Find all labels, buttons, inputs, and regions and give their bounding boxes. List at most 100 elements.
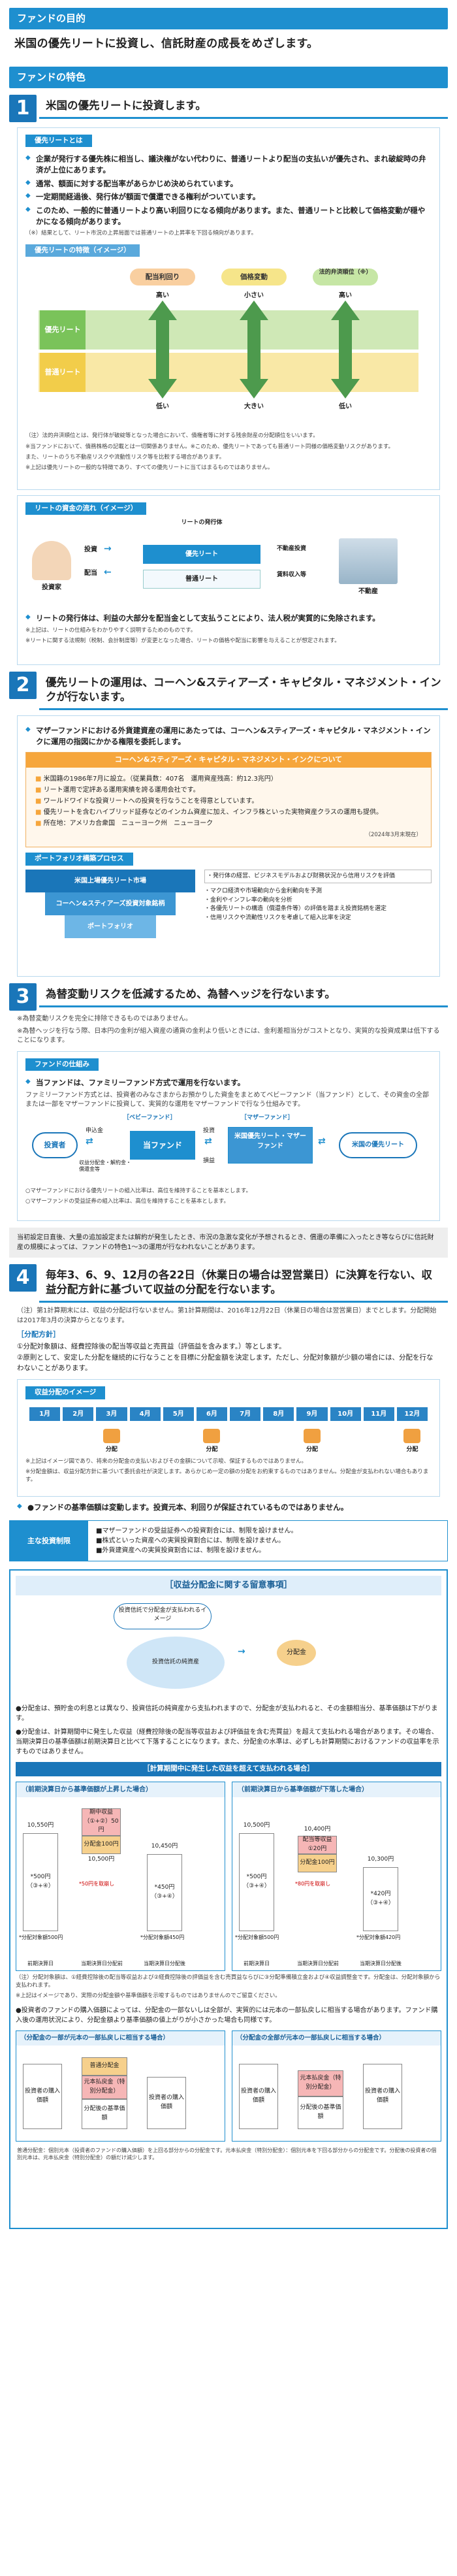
policy-title: ［分配方針］ [17,1330,60,1339]
case-a-b2: 10,500円 [87,1855,115,1863]
pref-reit-note: （※）結果として、リート市況の上昇局面では普通リートの上昇率を下回る傾向がありま… [25,230,257,237]
mini-full-title: （分配金の全部が元本の一部払戻しに相当する場合） [232,2030,441,2046]
yield-top: 高い [156,292,169,300]
case-b-c2: 当期決算日分配前 [297,1960,339,1966]
distribution-note: （注）第1計算期末には、収益の分配は行ないません。第1計算期間は、2016年12… [17,1307,437,1324]
baby-label: ［ベビーファンド］ [123,1114,176,1121]
case-note: ※上記はイメージであり、実際の分配金額や基準価額を示唆するものではありませんので… [16,1993,281,2000]
objective-bar: ファンドの目的 [9,8,448,29]
family-fund-note: ○マザーファンドの受益証券の組入比率は、高位を維持することを基本とします。 [25,1198,230,1205]
month-marker [163,1424,194,1455]
process-notes: ・発行体の経営、ビジネスモデルおよび財務状況から信用リスクを評価 ・マクロ経済や… [204,869,432,923]
feature-1-number: 1 [9,94,37,122]
manager-lead: マザーファンドにおける外貨建資産の運用にあたっては、コーヘン&スティアーズ・キャ… [25,725,432,747]
coin-icon [102,1428,120,1443]
up-down-arrow-icon [331,301,360,399]
month-cell: 12月 [396,1407,428,1421]
case-a-title: （前期決算日から基準価額が上昇した場合） [16,1782,225,1797]
pref-reit-image-title: 優先リートの特徴（イメージ） [25,244,140,257]
mini-full-l4: 投資者の購入価額 [363,2063,402,2129]
case-b-prev: 10,500円 [243,1821,270,1829]
mini-panels: （分配金の一部が元本の一部払戻しに相当する場合） 投資者の購入価額 普通分配金 … [16,2030,441,2142]
case-b-bar3: *420円（③+④） [363,1867,398,1931]
distribution-markers: 分配分配分配分配 [29,1424,428,1455]
feature-1-title: 米国の優先リートに投資します。 [39,95,448,119]
case-b-n2: *分配対象額500円 [235,1934,279,1940]
mini-partial-title: （分配金の一部が元本の一部払戻しに相当する場合） [16,2030,225,2046]
case-b-n1: *80円を取崩し [295,1880,331,1887]
process-note: ・金利やインフレ率の動向を分析 [204,896,292,904]
case-a-bar3: *450円（③+④） [147,1853,182,1931]
month-cell: 3月 [96,1407,127,1421]
month-cell: 1月 [29,1407,61,1421]
funnel-step: ポートフォリオ [65,915,156,938]
month-marker [29,1424,60,1455]
month-marker: 分配 [296,1424,327,1455]
up-down-arrow-icon [240,301,268,399]
process-note: ・各優先リートの構造（償還条件等）の評価を踏まえ投資銘柄を選定 [204,905,387,913]
coin-icon [403,1428,421,1443]
reit-flow-diagram: 投資家 投資 配当 → ← リートの発行体 優先リート 普通リート 不動産投資 … [25,519,432,610]
redeem-label: 収益分配金・解約金・償還金等 [79,1159,131,1172]
mini-partial-l1: 投資者の購入価額 [23,2063,62,2129]
month-cell: 11月 [363,1407,394,1421]
flow-realty: 不動産 [358,588,378,596]
feature-3-number: 3 [9,983,37,1011]
process-diagram: 米国上場優先リート市場 コーヘン&スティアーズ投資対象銘柄 ポートフォリオ ・発… [25,869,432,938]
feature-3-title: 為替変動リスクを低減するため、為替ヘッジを行ないます。 [39,983,448,1008]
flow-inv-label: 投資 [84,546,97,554]
operation-caveat: 当初設定日直後、大量の追加設定または解約が発生したとき、市況の急激な変化が予想さ… [9,1227,448,1258]
month-cell: 8月 [263,1407,294,1421]
month-cell: 9月 [296,1407,328,1421]
caution-text: ●分配金は、預貯金の利息とは異なり、投資信託の純資産から支払われますので、分配金… [16,1704,438,1722]
feature-1-heading: 1 米国の優先リートに投資します。 [9,94,448,122]
case-note: （注）分配対象額は、①経費控除後の配当等収益および②経費控除後の評価益を含む売買… [16,1974,441,1989]
flow-div-label: 配当 [84,570,97,578]
case-b-n3: *分配対象額420円 [356,1934,401,1940]
limits-list: ■マザーファンドの受益証券への投資割合には、制限を設けません。 ■株式といった資… [88,1521,447,1561]
caution-text: ●投資者のファンドの購入価額によっては、分配金の一部ないしは全部が、実質的には元… [16,2006,438,2024]
month-marker: 分配 [397,1424,428,1455]
distribution-note: ※上記はイメージ図であり、将来の分配金の支払いおよびその金額について示唆、保証す… [25,1458,307,1465]
reit-flow-bullet: リートの発行体は、利益の大部分を配当金として支払うことにより、法人税が実質的に免… [25,613,432,624]
caution-title: ［収益分配金に関する留意事項］ [16,1576,441,1595]
family-fund-lead: 当ファンドは、ファミリーファンド方式で運用を行ないます。 [25,1077,432,1088]
arrow-right-icon: ⇄ [204,1135,212,1147]
investor-figure-icon [32,541,71,581]
reit-flow-box: リートの資金の流れ（イメージ） 投資家 投資 配当 → ← リートの発行体 優先… [17,495,440,665]
month-marker [130,1424,161,1455]
pref-reit-bullet: 通常、額面に対する配当率があらかじめ決められています。 [25,178,432,189]
mini-full-l3: 分配後の基準価額 [298,2096,343,2129]
month-cell: 6月 [196,1407,228,1421]
case-panels: （前期決算日から基準価額が上昇した場合） 10,550円 *500円（③+④） … [16,1781,441,1971]
feature-3-heading: 3 為替変動リスクを低減するため、為替ヘッジを行ないます。 [9,983,448,1011]
pref-reit-diagram: 配当利回り 価格変動 法的弁済順位（※） 優先リート 普通リート 高い 低い 小… [25,265,432,428]
month-cell: 2月 [63,1407,94,1421]
manager-info: コーヘン&スティアーズ・キャピタル・マネジメント・インクについて 米国籍の198… [25,752,432,848]
arrow-volatility: 小さい 大きい [234,291,274,412]
hedge-notes: ※為替変動リスクを完全に排除できるものではありません。 ※為替ヘッジを行なう際、… [17,1015,440,1046]
volatility-bottom: 大きい [244,403,264,411]
arrow-priority: 高い 低い [326,291,365,412]
common-band [39,353,418,393]
inv-label: 投資 [203,1127,215,1134]
fund-box: 当ファンド [130,1130,195,1160]
feature-2-number: 2 [9,671,37,699]
policy-item: ②原則として、安定した分配を継続的に行なうことを目標に分配金額を決定します。ただ… [17,1354,433,1373]
month-cell: 7月 [230,1407,261,1421]
flow-investor: 投資家 [42,584,61,592]
case-a-prev: 10,550円 [27,1821,54,1829]
feature-2-heading: 2 優先リートの運用は、コーヘン&スティアーズ・キャピタル・マネジメント・インク… [9,671,448,711]
feature-4-number: 4 [9,1264,37,1292]
fund-pot-icon [127,1636,225,1689]
manager-box: マザーファンドにおける外貨建資産の運用にあたっては、コーヘン&スティアーズ・キャ… [17,715,440,977]
limits-label: 主な投資制限 [10,1521,88,1561]
priority-bottom: 低い [339,403,352,411]
case-a-n1: *50円を取崩し [79,1880,115,1887]
flow-pref: 優先リート [143,545,260,564]
case-a-bar1: *500円（③+④） [23,1833,58,1931]
month-cell: 5月 [163,1407,194,1421]
case-a-b4: 10,450円 [151,1842,178,1850]
